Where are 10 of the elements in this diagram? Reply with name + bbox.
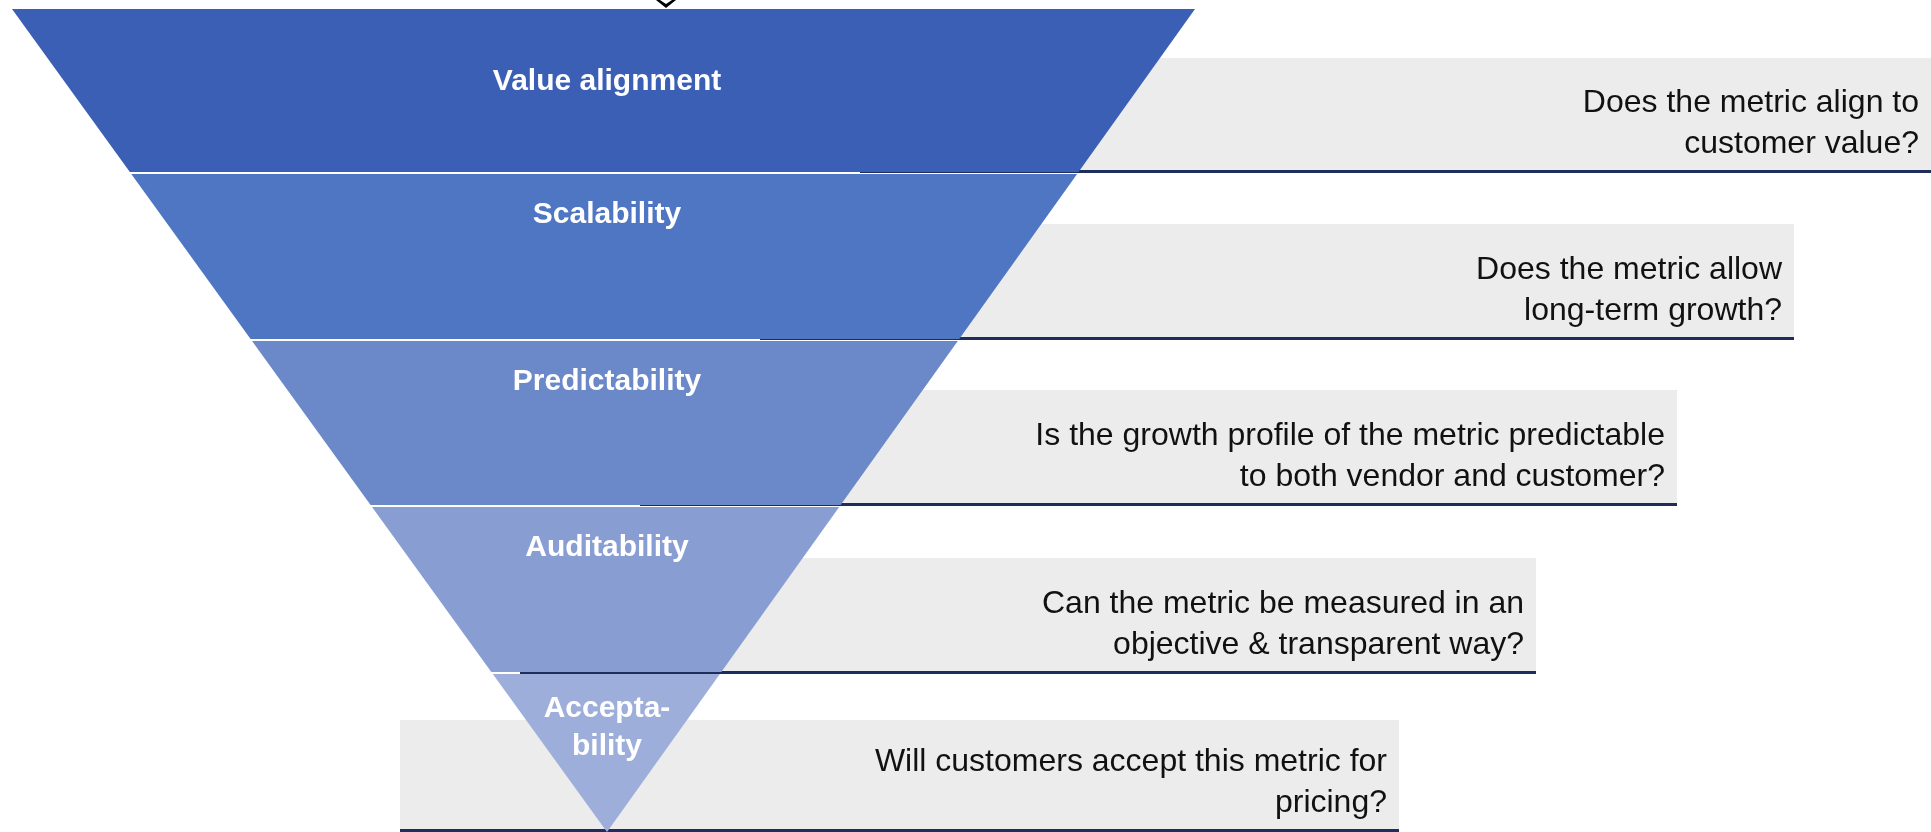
band-label: Auditability: [524, 528, 690, 564]
question-text: Can the metric be measured in an objective & transparent way?: [1040, 582, 1524, 664]
band-label: Predictability: [511, 362, 703, 398]
question-text: Is the growth profile of the metric predictable to both vendor and customer?: [1034, 414, 1665, 496]
band-label: Accepta- bility: [542, 689, 672, 763]
question-text: Will customers accept this metric for pricing?: [873, 740, 1387, 822]
band-label: Scalability: [531, 195, 683, 231]
band-label: Value alignment: [491, 62, 723, 98]
question-text: Does the metric align to customer value?: [1581, 81, 1919, 163]
question-text: Does the metric allow long-term growth?: [1475, 248, 1782, 330]
